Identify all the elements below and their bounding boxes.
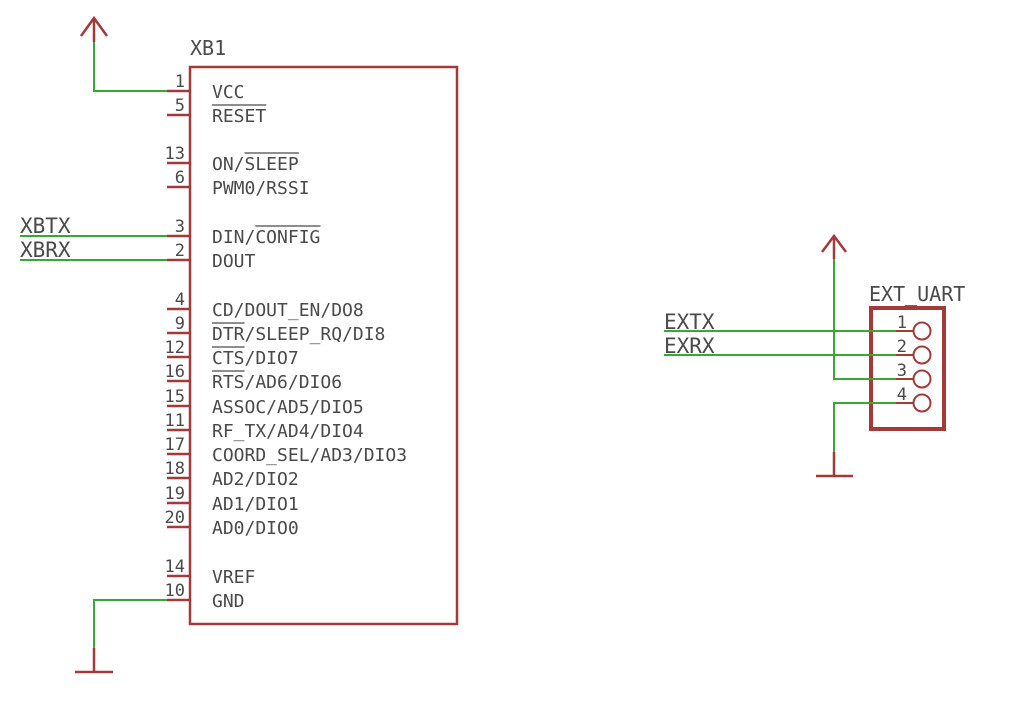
pin-number: 4: [897, 385, 907, 405]
pin-number: 2: [175, 241, 185, 261]
pin-label: AD0/DIO0: [212, 518, 299, 539]
pin-number: 2: [897, 337, 907, 357]
pin-number: 9: [175, 314, 185, 334]
pin-number: 11: [165, 411, 185, 431]
ext-uart-pin-1: 1: [896, 313, 932, 341]
pin-label: PWM0/RSSI: [212, 178, 310, 199]
pin-label: DIN/CONFIG: [212, 227, 320, 248]
wire-vcc-xb1: [93, 42, 167, 92]
pin-label: RESET: [212, 106, 266, 127]
pin-number: 15: [165, 387, 185, 407]
pin-pad: [912, 393, 932, 413]
pin-number: 19: [165, 484, 185, 504]
pin-number: 17: [165, 435, 185, 455]
gnd-symbol-ext-uart: [816, 452, 853, 478]
pin-number: 3: [175, 217, 185, 237]
net-label-xbtx: XBTX: [20, 214, 71, 238]
vcc-supply-symbol-xb1: [79, 15, 109, 42]
pin-number: 18: [165, 459, 185, 479]
net-label-extx: EXTX: [664, 310, 715, 334]
pin-label: COORD_SEL/AD3/DIO3: [212, 445, 407, 466]
pin-pad: [912, 321, 932, 341]
pin-number: 1: [175, 72, 185, 92]
pin-number: 10: [165, 581, 185, 601]
pin-number: 12: [165, 338, 185, 358]
pin-label: ON/SLEEP: [212, 154, 299, 175]
net-label-exrx: EXRX: [664, 334, 715, 358]
pin-number: 4: [175, 290, 185, 310]
wire-gnd-ext-uart: [833, 402, 907, 452]
net-label-xbrx: XBRX: [20, 238, 71, 262]
pin-pad: [912, 345, 932, 365]
xb1-body: [188, 65, 459, 626]
ext-uart-part-label: EXT_UART: [869, 282, 965, 306]
pin-number: 1: [897, 313, 907, 333]
ext-uart-body: [869, 306, 946, 431]
pin-number: 3: [897, 361, 907, 381]
pin-label: VREF: [212, 567, 255, 588]
pin-label: GND: [212, 591, 245, 612]
xb1-part-label: XB1: [190, 36, 226, 60]
pin-label: CD/DOUT_EN/DO8: [212, 300, 364, 321]
vcc-supply-symbol-ext-uart: [821, 233, 847, 259]
ext-uart-pin-2: 2: [896, 337, 932, 365]
pin-number: 14: [165, 557, 185, 577]
pin-label: DOUT: [212, 251, 256, 272]
pin-number: 16: [165, 362, 185, 382]
pin-number: 20: [165, 508, 185, 528]
pin-label: DTR/SLEEP_RQ/DI8: [212, 324, 385, 345]
ext-uart-pin-3: 3: [896, 361, 932, 389]
wire-vcc-ext-uart: [833, 259, 907, 380]
pin-label: RTS/AD6/DIO6: [212, 372, 342, 393]
wire-gnd-xb1: [93, 599, 167, 648]
pin-number: 6: [175, 168, 185, 188]
pin-pad: [912, 369, 932, 389]
gnd-symbol-xb1: [75, 648, 113, 674]
pin-label: AD2/DIO2: [212, 469, 299, 490]
pin-label: ASSOC/AD5/DIO5: [212, 397, 364, 418]
pin-label: CTS/DIO7: [212, 348, 299, 369]
pin-label: RF_TX/AD4/DIO4: [212, 421, 364, 442]
pin-label: AD1/DIO1: [212, 494, 299, 515]
pin-number: 13: [165, 144, 185, 164]
ext-uart-pin-4: 4: [896, 385, 932, 413]
pin-label: VCC: [212, 82, 245, 103]
pin-number: 5: [175, 96, 185, 116]
